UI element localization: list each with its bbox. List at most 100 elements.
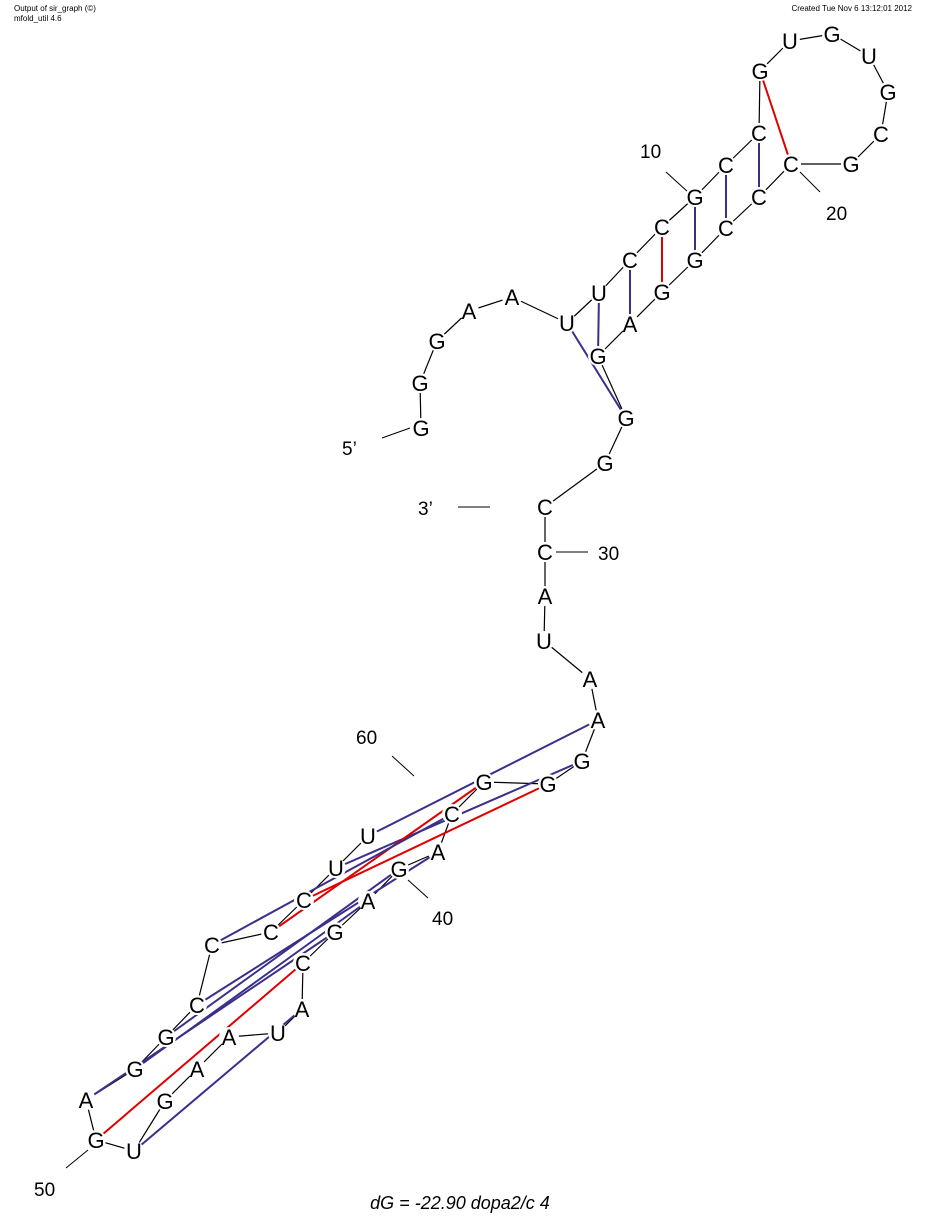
header-created-date: Created Tue Nov 6 13:12:01 2012 xyxy=(791,4,912,13)
nucleotide-37: G xyxy=(475,770,492,795)
tick-40 xyxy=(407,879,429,899)
gc-base-pair xyxy=(95,962,304,1141)
nucleotide-halo xyxy=(557,313,577,333)
nucleotide-halo xyxy=(572,751,592,771)
nucleotide-halo xyxy=(76,1090,96,1110)
backbone-segment xyxy=(483,781,549,785)
tick-layer xyxy=(65,171,821,1169)
nucleotide-halo xyxy=(219,1027,239,1047)
nucleotide-8: C xyxy=(622,248,638,273)
nucleotide-halo xyxy=(325,922,345,942)
nucleotide-halo xyxy=(358,891,378,911)
tick-20 xyxy=(799,171,821,193)
nucleotide-halo xyxy=(589,283,609,303)
nucleotide-halo xyxy=(156,1027,176,1047)
nucleotide-19: G xyxy=(842,152,859,177)
nucleotide-50: G xyxy=(87,1128,104,1153)
position-40-label: 40 xyxy=(432,909,453,930)
nucleotide-15: G xyxy=(823,22,840,47)
nucleotide-halo xyxy=(358,826,378,846)
nucleotide-halo xyxy=(620,314,640,334)
nucleotide-halo xyxy=(502,287,522,307)
position-50-label: 50 xyxy=(34,1180,55,1201)
nucleotide-halo xyxy=(580,669,600,689)
position-20-label: 20 xyxy=(826,204,847,225)
nucleotide-halo xyxy=(202,935,222,955)
five-prime-label: 5’ xyxy=(342,439,357,460)
nucleotide-halo xyxy=(841,154,861,174)
nucleotide-halo xyxy=(86,1130,106,1150)
nucleotide-halo xyxy=(293,953,313,973)
backbone-segment xyxy=(544,462,606,508)
nucleotide-halo xyxy=(125,1059,145,1079)
nucleotide-halo xyxy=(750,61,770,81)
nucleotide-3: G xyxy=(428,329,445,354)
position-30-label: 30 xyxy=(598,544,619,565)
nucleotide-48: G xyxy=(156,1089,173,1114)
nucleotide-28: G xyxy=(596,451,613,476)
nucleotide-halo xyxy=(716,218,736,238)
nucleotide-halo xyxy=(588,346,608,366)
nucleotide-halo xyxy=(749,187,769,207)
tick-10 xyxy=(665,171,689,193)
nucleotide-21: C xyxy=(751,185,767,210)
nucleotide-halo xyxy=(685,250,705,270)
au-base-pair xyxy=(566,322,627,419)
nucleotide-47: A xyxy=(190,1057,205,1082)
nucleotide-59: U xyxy=(360,824,376,849)
nucleotide-halo xyxy=(442,804,462,824)
header-version: mfold_util 4.6 xyxy=(14,14,62,23)
nucleotide-halo xyxy=(187,1059,207,1079)
nucleotide-26: G xyxy=(589,344,606,369)
nucleotide-halo xyxy=(427,331,447,351)
nucleotide-10: G xyxy=(686,185,703,210)
nucleotide-halo xyxy=(878,82,898,102)
nucleotide-38: C xyxy=(444,802,460,827)
nucleotide-halo xyxy=(716,155,736,175)
nucleotide-33: A xyxy=(583,667,598,692)
nucleotide-halo xyxy=(822,24,842,44)
header-left: Output of sir_graph (©) mfold_util 4.6 xyxy=(14,4,96,24)
nucleotide-halo xyxy=(588,710,608,730)
nucleotide-35: G xyxy=(573,749,590,774)
nucleotide-halo xyxy=(535,586,555,606)
nucleotide-25: A xyxy=(623,312,638,337)
nucleotide-halo xyxy=(780,31,800,51)
nucleotide-halo xyxy=(459,301,479,321)
nucleotide-halo xyxy=(292,999,312,1019)
nucleotide-halo xyxy=(534,631,554,651)
nucleotide-18: C xyxy=(873,122,889,147)
backbone-segment xyxy=(196,944,213,1006)
nucleotide-halo xyxy=(535,542,555,562)
backbone-segment xyxy=(511,296,568,324)
three-prime-label: 3’ xyxy=(418,499,433,520)
nucleotide-halo xyxy=(326,858,346,878)
nucleotide-4: A xyxy=(462,299,477,324)
nucleotide-56: C xyxy=(263,920,279,945)
backbone-segment xyxy=(211,931,272,946)
nucleotide-52: G xyxy=(126,1057,143,1082)
nucleotide-halo xyxy=(155,1091,175,1111)
nucleotide-45: U xyxy=(270,1021,286,1046)
nucleotide-halo xyxy=(871,124,891,144)
nucleotide-53: G xyxy=(157,1025,174,1050)
nucleotide-halo xyxy=(749,123,769,143)
nucleotide-halo xyxy=(535,497,555,517)
nucleotide-54: C xyxy=(189,993,205,1018)
nucleotide-1: G xyxy=(412,416,429,441)
nucleotide-27: G xyxy=(617,406,634,431)
nucleotide-2: G xyxy=(411,371,428,396)
base-pair-layer xyxy=(85,70,792,1152)
position-10-label: 10 xyxy=(640,142,661,163)
five-prime-tick xyxy=(381,427,411,439)
tick-60 xyxy=(391,755,415,777)
nucleotide-12: C xyxy=(751,121,767,146)
nucleotide-31: A xyxy=(538,584,553,609)
nucleotide-halo xyxy=(294,890,314,910)
nucleotide-20: C xyxy=(783,152,799,177)
nucleotide-34: A xyxy=(591,708,606,733)
nucleotide-halo xyxy=(411,418,431,438)
nucleotide-halo xyxy=(474,772,494,792)
